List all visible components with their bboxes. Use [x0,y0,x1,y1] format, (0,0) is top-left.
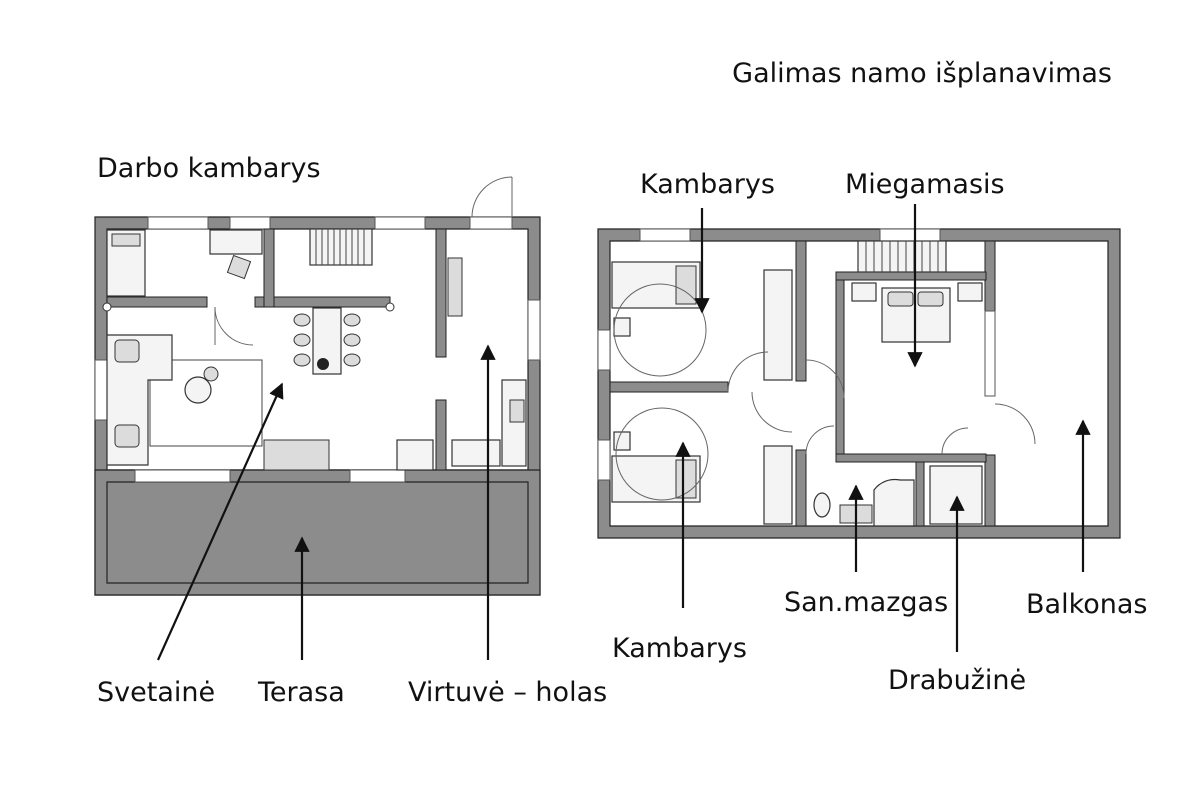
bathroom-wall [835,453,987,463]
window [597,329,611,371]
label-drabuzine: Drabužinė [888,665,1026,696]
nightstand-icon [957,282,983,302]
callout-arrows [156,204,1091,661]
entrance-door-opening [469,216,513,230]
terrace-door [134,469,231,483]
arrow-svetaine [156,382,284,661]
terrace-door [349,469,406,483]
interior-wall [263,228,275,308]
label-kambarys-bottom: Kambarys [612,633,747,664]
balcony-door-swing [994,403,1036,445]
door-swing [727,351,769,393]
turning-circle [615,407,709,501]
interior-wall [795,449,807,527]
desk-icon [209,229,263,255]
upper-floor-plan [597,228,1121,539]
closet-wall [915,461,925,527]
window [527,299,541,361]
entrance-door-swing [471,176,513,218]
door-swing [805,359,845,399]
toilet-icon [813,492,831,518]
side-table-icon [203,366,219,382]
turning-circle [613,283,707,377]
wardrobe-icon [763,445,793,525]
label-terasa: Terasa [257,677,345,708]
label-san-mazgas: San.mazgas [784,587,948,618]
label-darbo-kambarys: Darbo kambarys [97,153,321,184]
label-balkonas: Balkonas [1026,589,1148,620]
interior-wall [254,296,391,308]
pillow-icon [887,291,914,307]
wall-end [102,302,112,312]
door-swing [941,427,969,455]
window [94,359,108,421]
study-wall [106,296,208,308]
plant-icon [317,358,329,370]
window [879,228,941,242]
ground-floor-outer-wall [94,216,541,596]
door-swing [751,391,793,433]
pillow-icon [917,291,944,307]
rug-icon [149,359,263,447]
cabinet-icon [396,439,434,471]
staircase-icon [857,240,947,273]
pillow-icon [675,459,697,499]
cushion-icon [114,339,140,363]
kitchen-counter-icon [501,379,527,467]
kitchen-wall [435,399,447,471]
balcony-wall [984,454,996,527]
balcony-window [984,310,996,397]
door-swing [805,425,835,455]
window [229,216,271,230]
wall-end [385,302,395,312]
oven-icon [509,399,525,423]
window [639,228,691,242]
window [374,216,426,230]
sink-icon [451,439,501,467]
chair-icon [226,254,252,280]
kitchen-wall [435,228,447,358]
nightstand-icon [613,317,631,337]
bedroom-wall [835,271,987,281]
diagram-title: Galimas namo išplanavimas [732,58,1112,89]
pillow-icon [675,265,697,305]
label-virtuve-holas: Virtuvė – holas [408,677,607,708]
ground-floor-plan [94,176,541,596]
nightstand-icon [851,282,877,302]
window [597,439,611,481]
shoe-rack-icon [447,257,463,317]
rooms-divider-wall [609,381,729,393]
wardrobe-icon [763,269,793,381]
interior-wall [795,240,807,382]
label-miegamasis: Miegamasis [845,169,1005,200]
label-kambarys-top: Kambarys [640,169,775,200]
label-svetaine: Svetainė [97,677,215,708]
pillow-icon [111,233,141,247]
coffee-table-icon [184,376,212,404]
tv-cabinet-icon [263,439,330,471]
window [147,216,209,230]
cushion-icon [114,424,140,448]
staircase-icon [309,228,373,266]
dining-chairs-icon [293,313,361,367]
bedroom-wall [835,271,845,463]
study-door-swing [214,306,254,346]
shower-icon [873,478,915,527]
